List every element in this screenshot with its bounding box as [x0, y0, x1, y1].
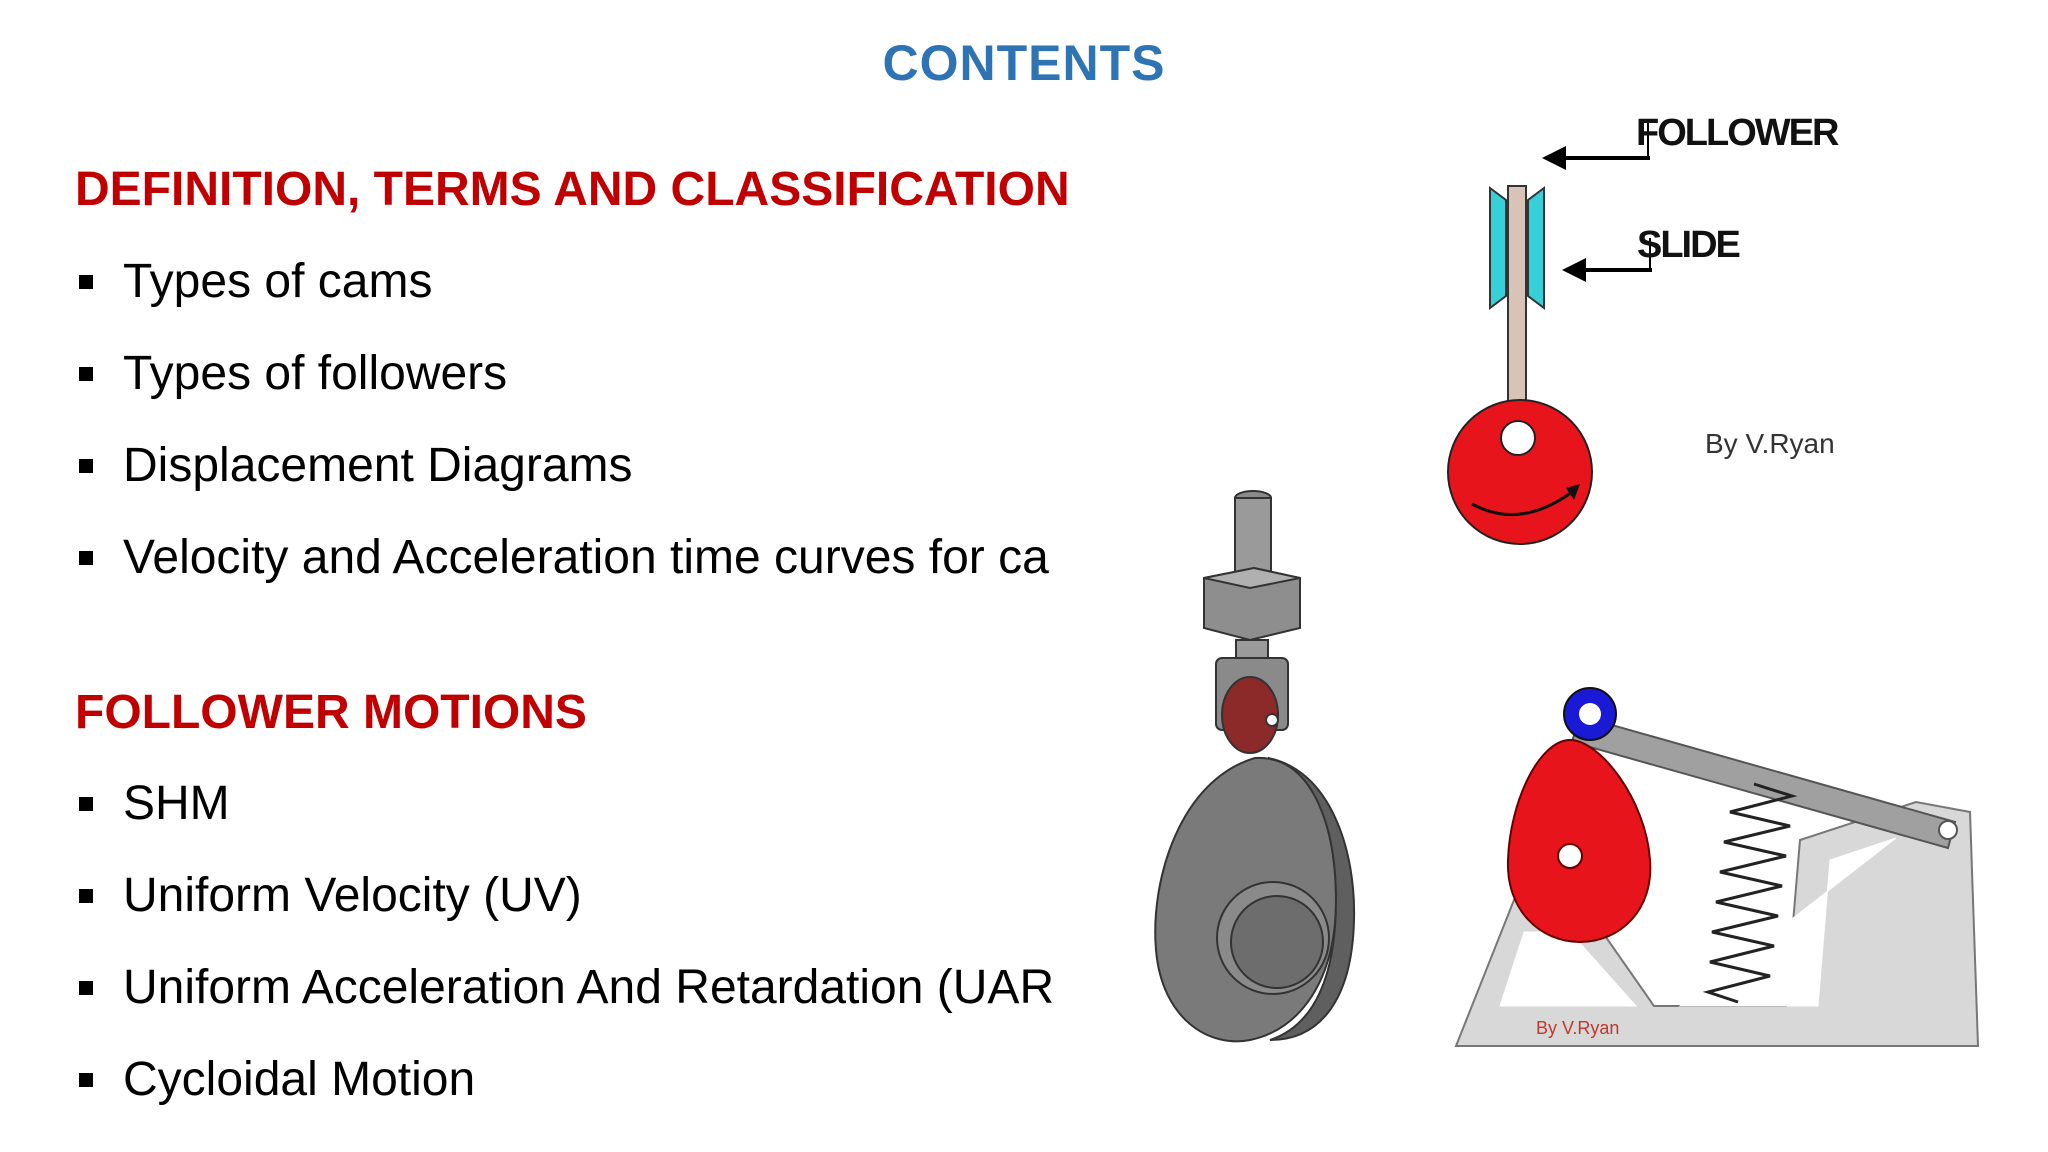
follower-shaft [1234, 497, 1272, 579]
roller-follower-3d-illustration [1154, 490, 1356, 1043]
bullet-square-icon [79, 981, 93, 995]
rotation-arrow-icon [1471, 490, 1573, 516]
lever-pivot-end [1938, 820, 1958, 840]
slide-label: SLIDE [1637, 224, 1740, 266]
slide-guide-right [1527, 186, 1545, 310]
cam-pivot-hole [1557, 843, 1583, 869]
cam-follower-diagram: FOLLOWER SLIDE By V.Ryan [1447, 112, 1841, 545]
bullet-square-icon [79, 459, 93, 473]
lever-spring-cam-diagram: By V.Ryan [1454, 687, 1980, 1047]
credit-text: By V.Ryan [1705, 428, 1835, 459]
contents-text-column: DEFINITION, TERMS AND CLASSIFICATION Typ… [75, 163, 1070, 1106]
follower-label: FOLLOWER [1636, 112, 1839, 154]
section-heading-follower-motions: FOLLOWER MOTIONS [75, 686, 587, 739]
slide-title: CONTENTS [882, 35, 1166, 91]
credit-text: By V.Ryan [1536, 1018, 1619, 1038]
cam-shaft-hole [1500, 420, 1536, 456]
bullet-square-icon [79, 889, 93, 903]
follower-rod [1507, 185, 1527, 407]
pear-shaped-cam [1506, 738, 1652, 944]
compression-spring [1702, 782, 1798, 1004]
section-heading-definitions: DEFINITION, TERMS AND CLASSIFICATION [75, 163, 1070, 216]
bullet-square-icon [79, 275, 93, 289]
roller [1221, 676, 1279, 754]
slide-guide-left [1489, 186, 1507, 310]
rotation-arrowhead-icon [1566, 484, 1580, 500]
bullet-square-icon [79, 367, 93, 381]
bullet-square-icon [79, 797, 93, 811]
bullet-square-icon [79, 551, 93, 565]
bullet-square-icon [79, 1073, 93, 1087]
